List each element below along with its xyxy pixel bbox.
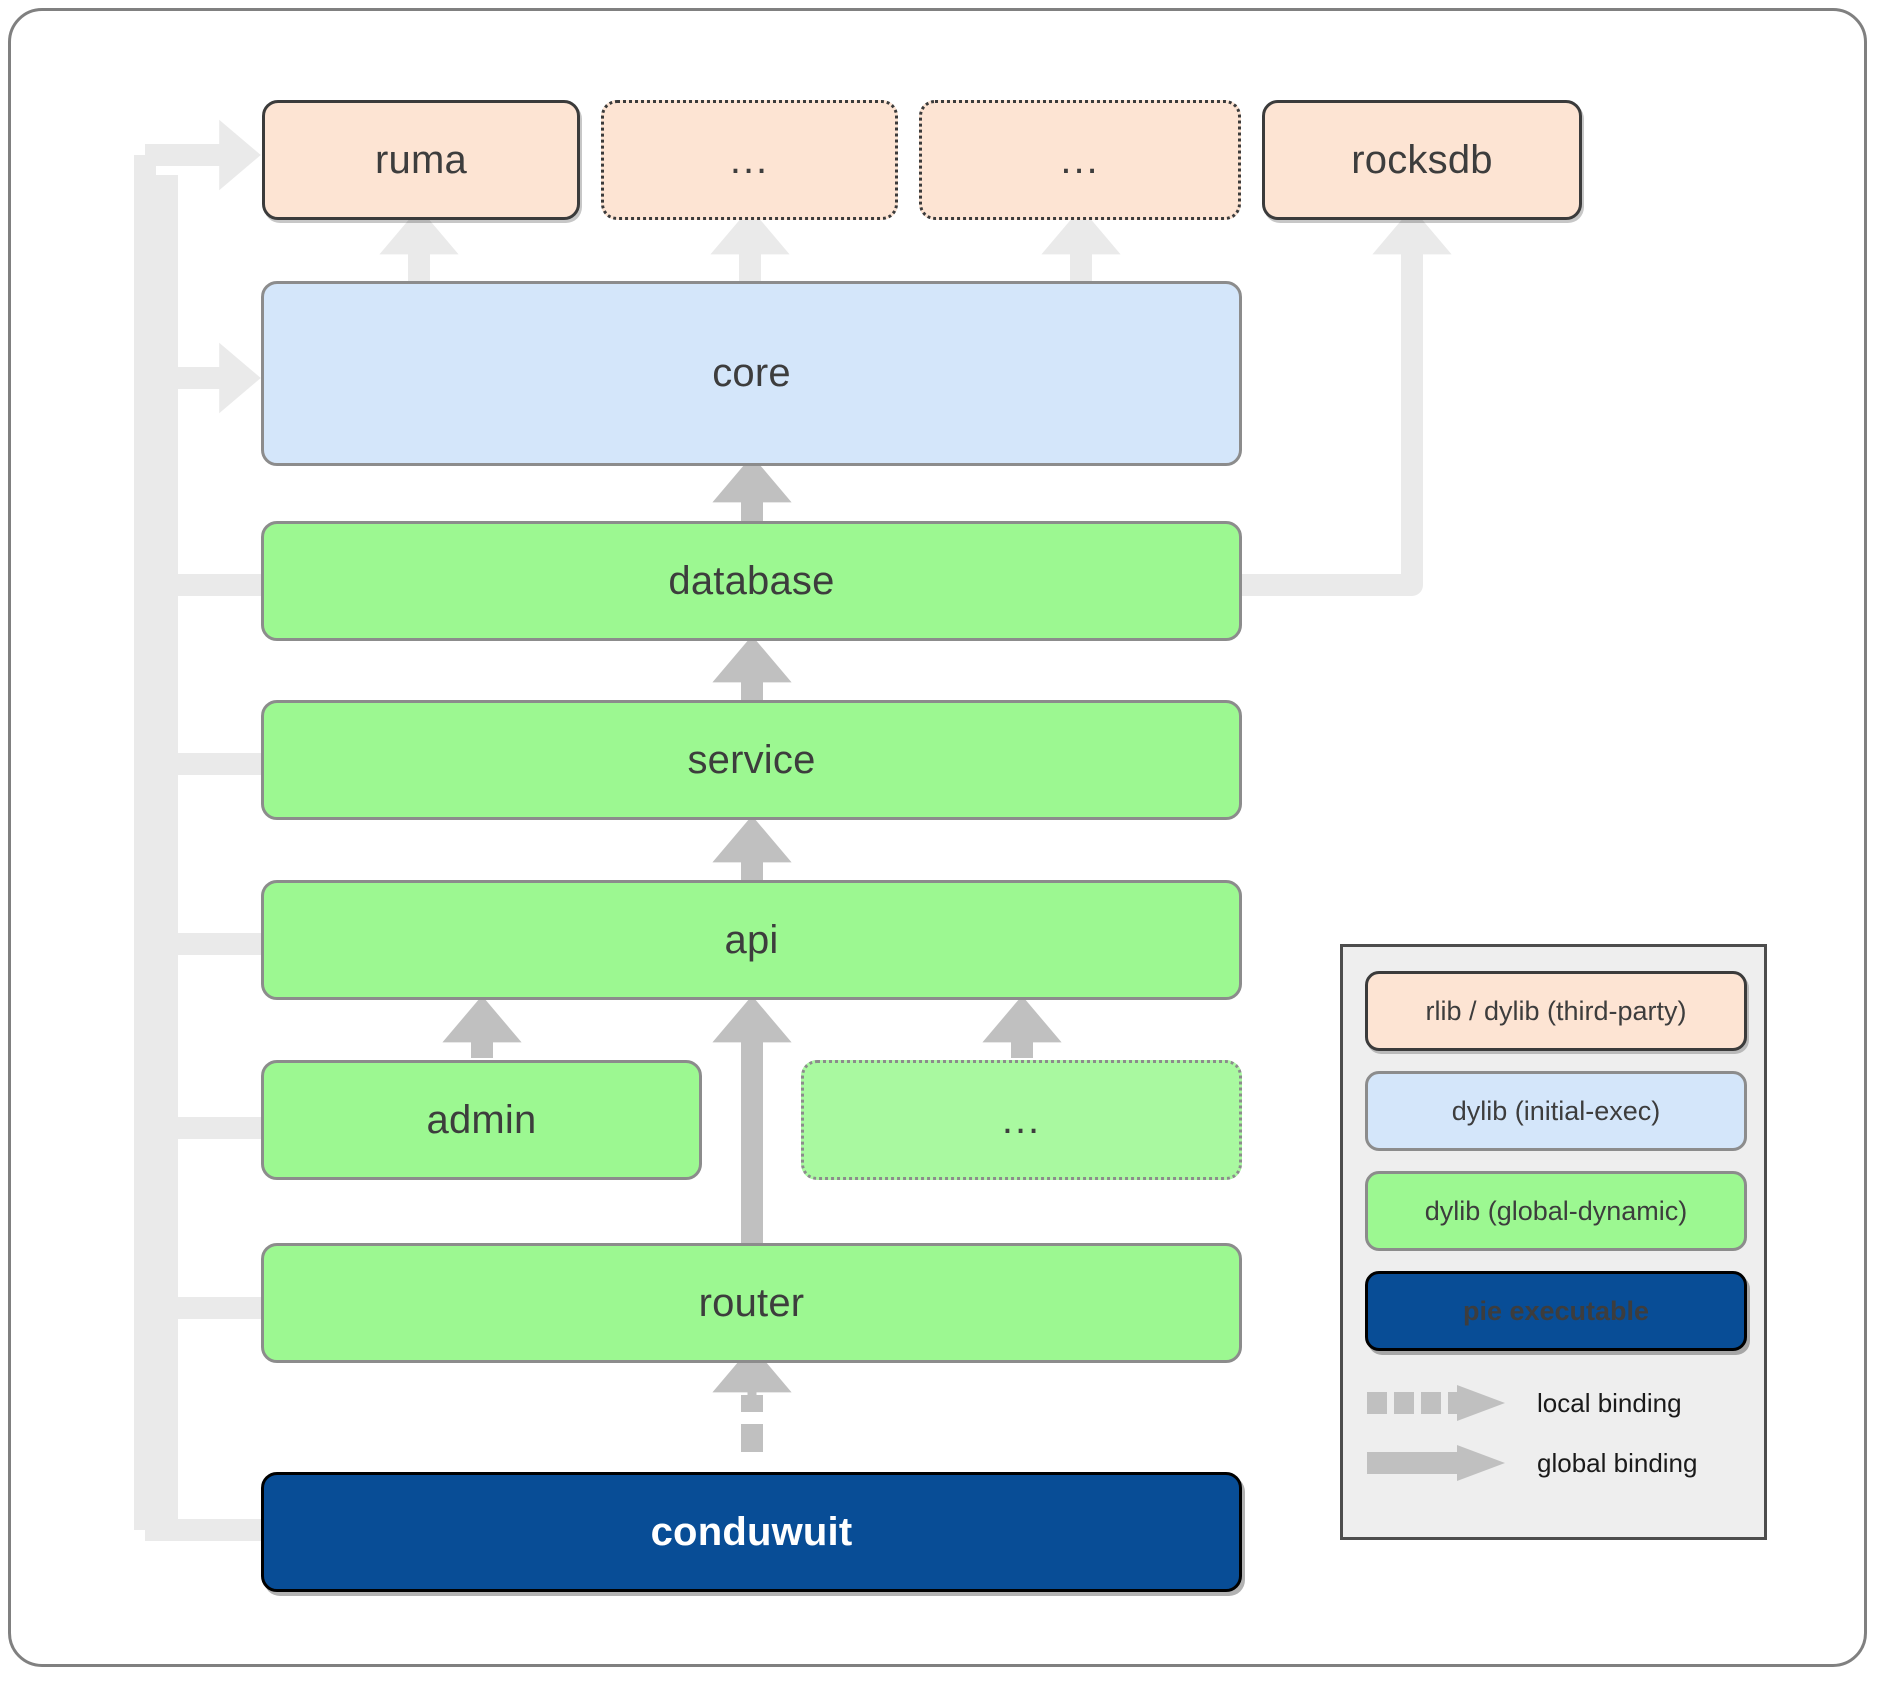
legend-swatch-label: dylib (global-dynamic) [1424, 1195, 1688, 1226]
legend-binding-label: local binding [1537, 1387, 1682, 1418]
node-label: core [712, 351, 791, 395]
node-label: ... [1060, 137, 1100, 182]
node-conduwuit[interactable]: conduwuit [261, 1472, 1242, 1592]
legend-swatch-third-party: rlib / dylib (third-party) [1365, 971, 1747, 1051]
legend-swatch-label: pie executable [1462, 1295, 1650, 1326]
legend-swatch-initial-exec: dylib (initial-exec) [1365, 1071, 1747, 1151]
legend-row-local-binding: local binding [1365, 1377, 1755, 1429]
node-label: ruma [375, 137, 467, 182]
node-core[interactable]: core [261, 281, 1242, 466]
node-rocksdb[interactable]: rocksdb [1262, 100, 1582, 220]
node-label: ... [1001, 1097, 1042, 1142]
legend-swatch-label: dylib (initial-exec) [1451, 1095, 1661, 1126]
node-api[interactable]: api [261, 880, 1242, 1000]
node-label: rocksdb [1351, 137, 1493, 182]
legend-binding-label: global binding [1537, 1447, 1698, 1478]
dashed-arrow-icon [1367, 1385, 1505, 1421]
node-label: router [698, 1280, 805, 1325]
legend-row-global-binding: global binding [1365, 1437, 1755, 1489]
node-service[interactable]: service [261, 700, 1242, 820]
node-ruma[interactable]: ruma [262, 100, 580, 220]
legend-swatch-pie-executable: pie executable [1365, 1271, 1747, 1351]
node-label: api [724, 917, 779, 962]
node-label: admin [426, 1097, 537, 1142]
legend-swatch-label: rlib / dylib (third-party) [1425, 995, 1687, 1026]
node-ellipsis-third-party-2[interactable]: ... [919, 100, 1241, 220]
node-ellipsis-global-dynamic[interactable]: ... [801, 1060, 1242, 1180]
node-admin[interactable]: admin [261, 1060, 702, 1180]
node-label: database [668, 558, 835, 603]
solid-arrow-icon [1367, 1445, 1505, 1481]
node-label: conduwuit [650, 1509, 853, 1554]
node-label: service [687, 737, 816, 782]
legend-swatch-global-dynamic: dylib (global-dynamic) [1365, 1171, 1747, 1251]
node-router[interactable]: router [261, 1243, 1242, 1363]
legend-panel: rlib / dylib (third-party) dylib (initia… [1340, 944, 1767, 1540]
node-database[interactable]: database [261, 521, 1242, 641]
node-label: ... [729, 137, 770, 182]
node-ellipsis-third-party-1[interactable]: ... [601, 100, 898, 220]
